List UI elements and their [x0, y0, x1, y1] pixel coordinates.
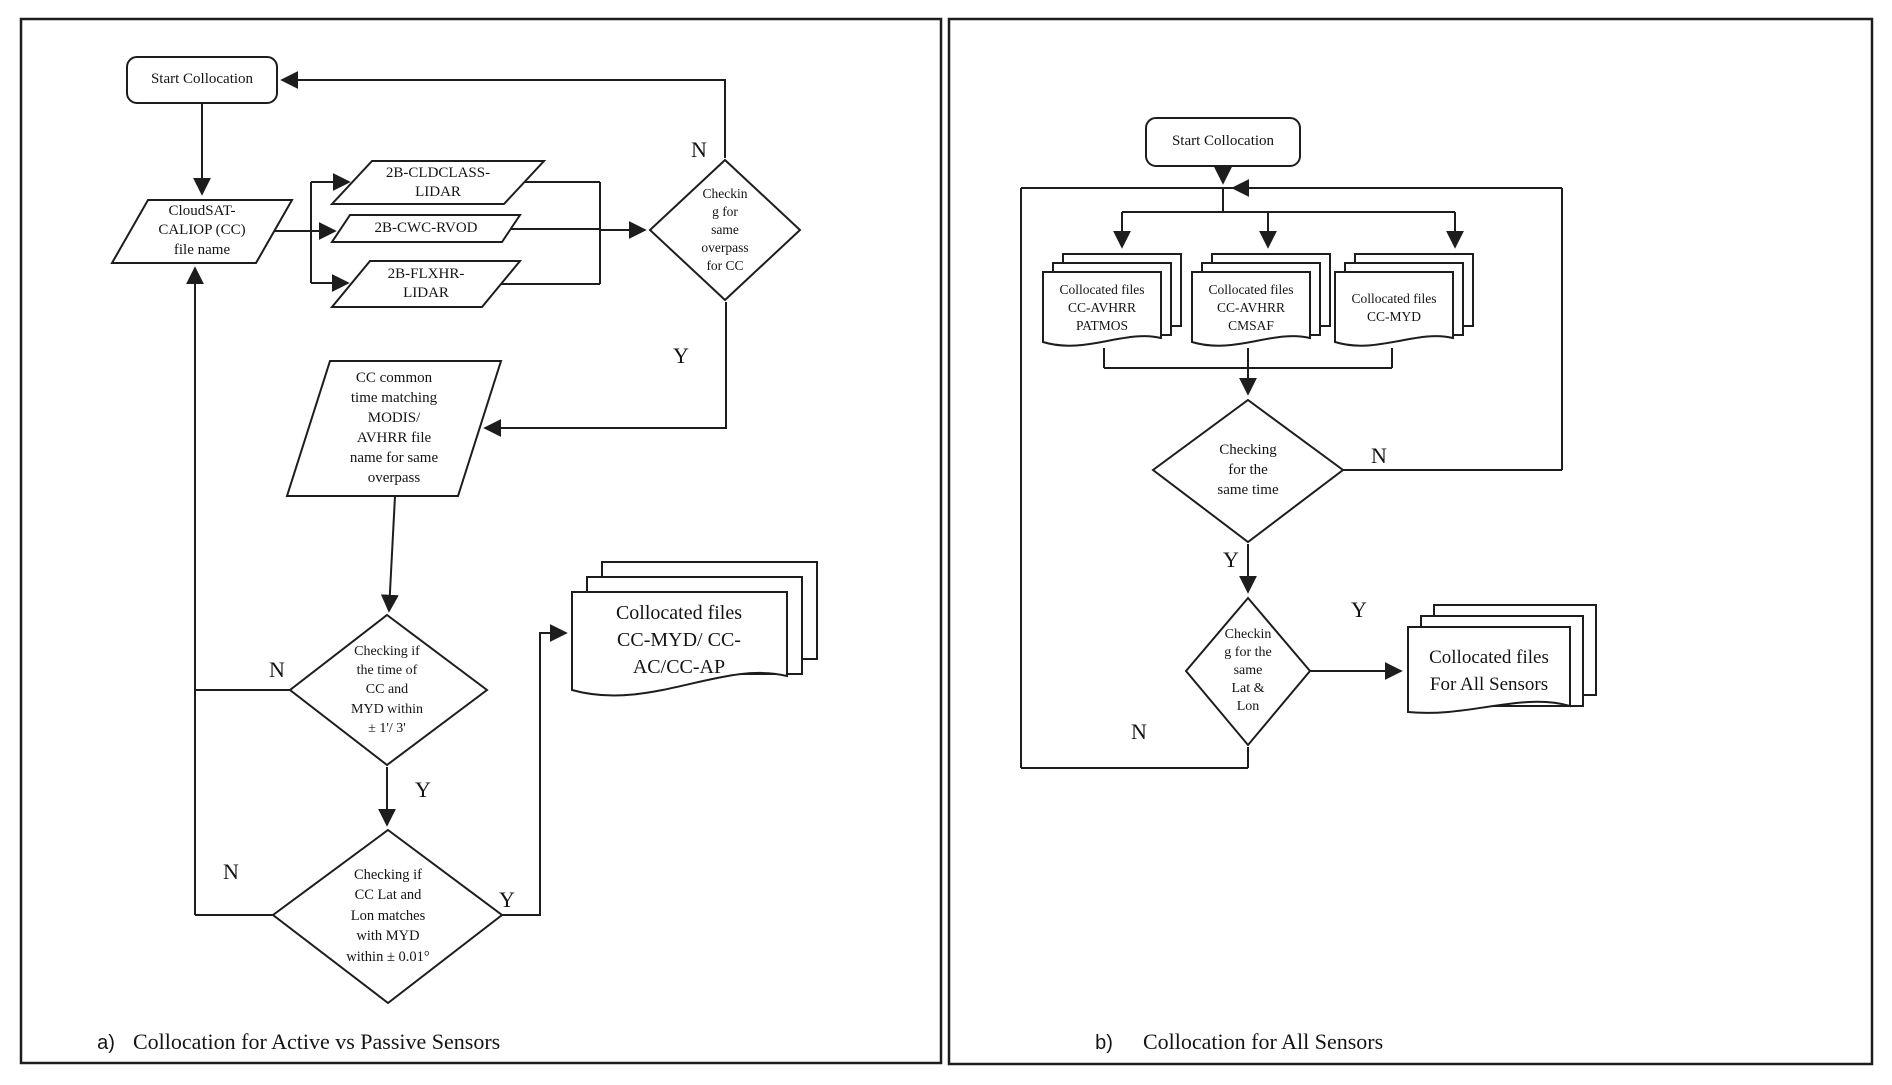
a-decision-overpass-shape [648, 158, 802, 302]
a-decision-time-shape [288, 613, 489, 767]
a-output-doc-front [571, 591, 788, 697]
decision-latlon-node-a: Checking if CC Lat and Lon matches with … [346, 866, 430, 965]
b-start-terminal-shape [1145, 117, 1301, 167]
label-yes-time-b: Y [1223, 546, 1239, 572]
label-no-time-a: N [269, 656, 285, 682]
dataset-cldclass-node: 2B-CLDCLASS- LIDAR [385, 164, 491, 201]
caption-label-a: a) [97, 1032, 115, 1054]
decision-time-node-a: Checking if the time of CC and MYD withi… [351, 643, 423, 736]
output-stack-node-a: Collocated files CC-MYD/ CC- AC/CC-AP [615, 601, 743, 678]
b-distribution-lines [1122, 188, 1455, 213]
label-no-latlon-b: N [1131, 718, 1147, 744]
a-yes-latlon-path [502, 624, 568, 916]
a-branch-lines [274, 182, 312, 283]
a-decision-latlon-shape [271, 828, 504, 1005]
start-terminal-a: Start Collocation [150, 71, 254, 88]
dataset-cwcrvod-node: 2B-CWC-RVOD [374, 219, 478, 236]
b-stack2-front [1191, 271, 1311, 347]
label-yes-latlon-b: Y [1351, 596, 1367, 622]
a-no-overpass-loop [280, 71, 726, 158]
a-dataset-cldclass-shape [329, 160, 547, 205]
panel-b [947, 17, 1874, 1066]
start-terminal-b: Start Collocation [1171, 133, 1275, 150]
a-process-time-match-shape [285, 360, 503, 497]
a-join-lines [501, 181, 601, 285]
label-no-latlon-a: N [223, 858, 239, 884]
decision-latlon-node-b: Checkin g for the same Lat & Lon [1224, 626, 1272, 715]
stack-cmsaf-node: Collocated files CC-AVHRR CMSAF [1208, 282, 1294, 333]
decision-time-node-b: Checking for the same time [1217, 442, 1279, 498]
a-arrow-common-to-time-decision [380, 495, 399, 613]
caption-b: Collocation for All Sensors [1143, 1028, 1384, 1054]
stack-ccmyd-node: Collocated files CC-MYD [1351, 291, 1437, 324]
caption-label-b: b) [1095, 1032, 1113, 1054]
panel-b-border [947, 17, 1874, 1066]
dataset-flxhr-node: 2B-FLXHR- LIDAR [387, 265, 465, 302]
decision-overpass-node: Checkin g for same overpass for CC [701, 186, 749, 273]
a-dataset-flxhr-shape [329, 260, 523, 308]
label-yes-time-a: Y [415, 776, 431, 802]
process-time-match-node: CC common time matching MODIS/ AVHRR fil… [349, 370, 439, 486]
output-stack-node-b: Collocated files For All Sensors [1429, 647, 1549, 695]
a-input-file-shape [110, 199, 294, 264]
b-stack-join-lines [1103, 348, 1393, 369]
label-no-overpass: N [691, 136, 707, 162]
panel-a-border [19, 17, 943, 1065]
b-output-doc-front [1407, 626, 1571, 714]
stack-patmos-node: Collocated files CC-AVHRR PATMOS [1059, 282, 1145, 333]
b-stack3-front [1334, 271, 1454, 347]
a-yes-overpass-path [483, 302, 727, 437]
panel-a [19, 17, 943, 1065]
a-no-branch-lines [195, 689, 290, 916]
b-decision-time-shape [1151, 398, 1345, 544]
a-start-terminal-shape [126, 56, 278, 104]
caption-a: Collocation for Active vs Passive Sensor… [133, 1028, 501, 1054]
b-decision-latlon-shape [1184, 596, 1312, 747]
label-no-time-b: N [1371, 442, 1387, 468]
b-loop-rect-lines [1020, 187, 1563, 769]
label-yes-overpass: Y [673, 342, 689, 368]
a-dataset-cwcrvod-shape [330, 214, 522, 243]
b-stack1-front [1042, 271, 1162, 347]
label-yes-latlon-a: Y [499, 886, 515, 912]
input-file-node: CloudSAT- CALIOP (CC) file name [158, 202, 246, 258]
